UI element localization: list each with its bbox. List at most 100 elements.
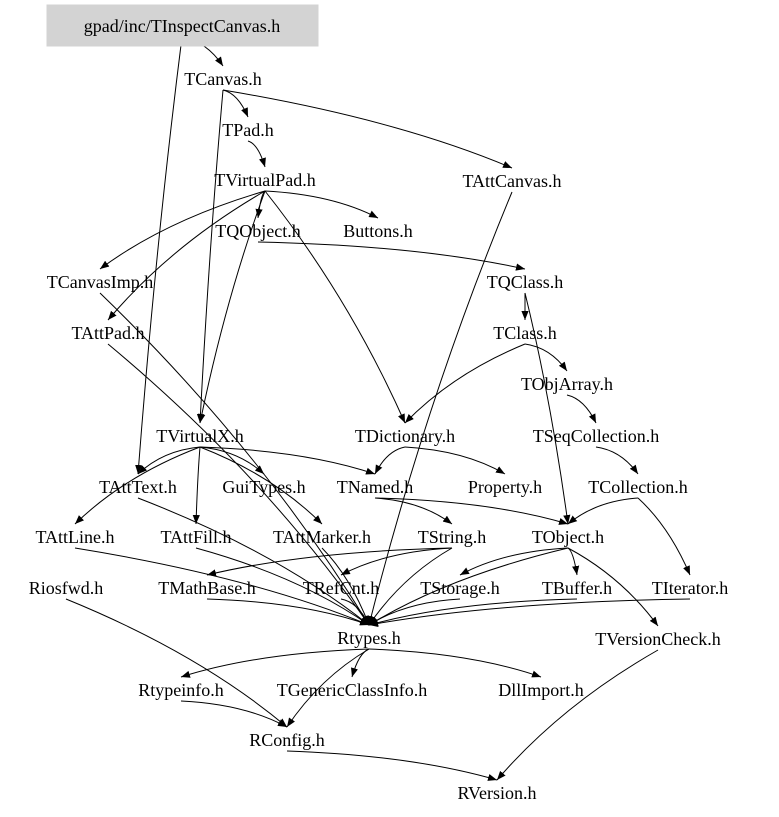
node-tattline[interactable]: TAttLine.h [35, 527, 114, 547]
edge-tnamed-to-tstring [374, 497, 453, 525]
node-label: TClass.h [493, 323, 557, 343]
node-tobject[interactable]: TObject.h [532, 527, 604, 547]
edge-rtypes-to-rtypeinfo [180, 648, 370, 678]
node-label: TQClass.h [487, 272, 564, 292]
edge-tattpad-to-rtypes [107, 343, 370, 626]
node-label: RConfig.h [249, 730, 325, 750]
node-rconfig[interactable]: RConfig.h [249, 730, 325, 750]
edge-tvirtualpad-to-tattpad [107, 190, 266, 321]
edge-tvirtualpad-to-tdictionary [264, 190, 406, 424]
node-label: TPad.h [222, 120, 274, 140]
node-label: TVersionCheck.h [595, 629, 720, 649]
node-tstorage[interactable]: TStorage.h [420, 578, 499, 598]
node-tcollection[interactable]: TCollection.h [588, 477, 687, 497]
edge-tobject-to-tversioncheck [567, 547, 659, 627]
edge-tdictionary-to-tnamed [374, 446, 406, 475]
edge-tversioncheck-to-rversion [496, 649, 659, 781]
node-tclass[interactable]: TClass.h [493, 323, 557, 343]
node-tseqcollection[interactable]: TSeqCollection.h [533, 426, 659, 446]
node-titerator[interactable]: TIterator.h [652, 578, 728, 598]
node-label: TDictionary.h [355, 426, 455, 446]
edge-rconfig-to-rversion [286, 750, 498, 781]
edge-tqobject-to-tqclass [257, 241, 526, 271]
node-label: TObjArray.h [521, 374, 613, 394]
node-tvirtualpad[interactable]: TVirtualPad.h [214, 170, 315, 190]
edge-tattline-to-rtypes [74, 547, 370, 626]
edge-tqclass-to-tobject [524, 292, 571, 525]
edge-tvirtualx-to-tattline [74, 446, 201, 525]
node-label: Buttons.h [343, 221, 413, 241]
edge-tstring-to-trefcnt [340, 547, 453, 576]
node-label: TObject.h [532, 527, 604, 547]
edge-tmathbase-to-rtypes [206, 598, 370, 626]
edge-root-to-tatttext [135, 36, 183, 475]
node-label: TCanvasImp.h [47, 272, 153, 292]
edge-tbuffer-to-rtypes [368, 598, 578, 627]
edge-tnamed-to-tobject [374, 497, 569, 525]
edge-tclass-to-tobjarray [524, 343, 568, 372]
edge-tvirtualpad-to-tcanvasimp [99, 190, 266, 270]
node-label: TCollection.h [588, 477, 687, 497]
edge-tcanvas-to-tattcanvas [222, 89, 513, 169]
node-rversion[interactable]: RVersion.h [457, 783, 536, 803]
edge-tpad-to-tvirtualpad [247, 140, 266, 168]
node-label: TGenericClassInfo.h [277, 680, 427, 700]
node-tgenericclassinfo[interactable]: TGenericClassInfo.h [277, 680, 427, 700]
node-tqobject[interactable]: TQObject.h [215, 221, 300, 241]
node-label: TRefCnt.h [303, 578, 380, 598]
node-trefcnt[interactable]: TRefCnt.h [303, 578, 380, 598]
edge-tvirtualpad-to-tvirtualx [198, 190, 266, 424]
node-riosfwd[interactable]: Riosfwd.h [29, 578, 104, 598]
node-dllimport[interactable]: DllImport.h [498, 680, 584, 700]
edge-tatttext-to-rtypes [137, 497, 370, 626]
edge-rtypeinfo-to-rconfig [180, 700, 288, 728]
edge-riosfwd-to-rconfig [65, 598, 288, 728]
node-root[interactable]: gpad/inc/TInspectCanvas.h [46, 4, 319, 47]
edge-tvirtualx-to-tattmarker [199, 446, 323, 525]
node-label: Rtypeinfo.h [138, 680, 224, 700]
node-tnamed[interactable]: TNamed.h [337, 477, 413, 497]
node-property[interactable]: Property.h [468, 477, 542, 497]
node-rtypes[interactable]: Rtypes.h [337, 628, 401, 648]
node-guitypes[interactable]: GuiTypes.h [222, 477, 305, 497]
edge-tcanvas-to-tvirtualx [196, 89, 224, 424]
node-label: TAttMarker.h [273, 527, 371, 547]
node-label: TAttLine.h [35, 527, 114, 547]
node-tattmarker[interactable]: TAttMarker.h [273, 527, 371, 547]
node-tattcanvas[interactable]: TAttCanvas.h [462, 171, 561, 191]
node-label: Rtypes.h [337, 628, 401, 648]
node-rtypeinfo[interactable]: Rtypeinfo.h [138, 680, 224, 700]
node-tqclass[interactable]: TQClass.h [487, 272, 564, 292]
edge-tclass-to-tdictionary [404, 343, 526, 424]
node-label: TNamed.h [337, 477, 413, 497]
edge-tvirtualx-to-tnamed [199, 446, 376, 475]
node-tpad[interactable]: TPad.h [222, 120, 274, 140]
node-buttons[interactable]: Buttons.h [343, 221, 413, 241]
node-tmathbase[interactable]: TMathBase.h [158, 578, 255, 598]
node-label: gpad/inc/TInspectCanvas.h [84, 16, 280, 36]
edge-tobjarray-to-tseqcollection [566, 394, 597, 424]
node-tversioncheck[interactable]: TVersionCheck.h [595, 629, 720, 649]
node-tdictionary[interactable]: TDictionary.h [355, 426, 455, 446]
edge-rtypes-to-tgenericclassinfo [350, 648, 370, 678]
node-tobjarray[interactable]: TObjArray.h [521, 374, 613, 394]
node-tvirtualx[interactable]: TVirtualX.h [156, 426, 243, 446]
node-label: TIterator.h [652, 578, 728, 598]
node-tbuffer[interactable]: TBuffer.h [542, 578, 612, 598]
edge-tcollection-to-titerator [637, 497, 691, 576]
node-tstring[interactable]: TString.h [418, 527, 487, 547]
node-tcanvasimp[interactable]: TCanvasImp.h [47, 272, 153, 292]
edge-tdictionary-to-property [404, 446, 506, 475]
edge-tattfill-to-rtypes [195, 547, 370, 626]
node-tatttext[interactable]: TAttText.h [99, 477, 177, 497]
node-tattpad[interactable]: TAttPad.h [71, 323, 144, 343]
node-label: TVirtualX.h [156, 426, 243, 446]
node-label: TSeqCollection.h [533, 426, 659, 446]
node-label: RVersion.h [457, 783, 536, 803]
node-tattfill[interactable]: TAttFill.h [160, 527, 231, 547]
node-label: TAttPad.h [71, 323, 144, 343]
node-label: DllImport.h [498, 680, 584, 700]
node-tcanvas[interactable]: TCanvas.h [184, 69, 261, 89]
